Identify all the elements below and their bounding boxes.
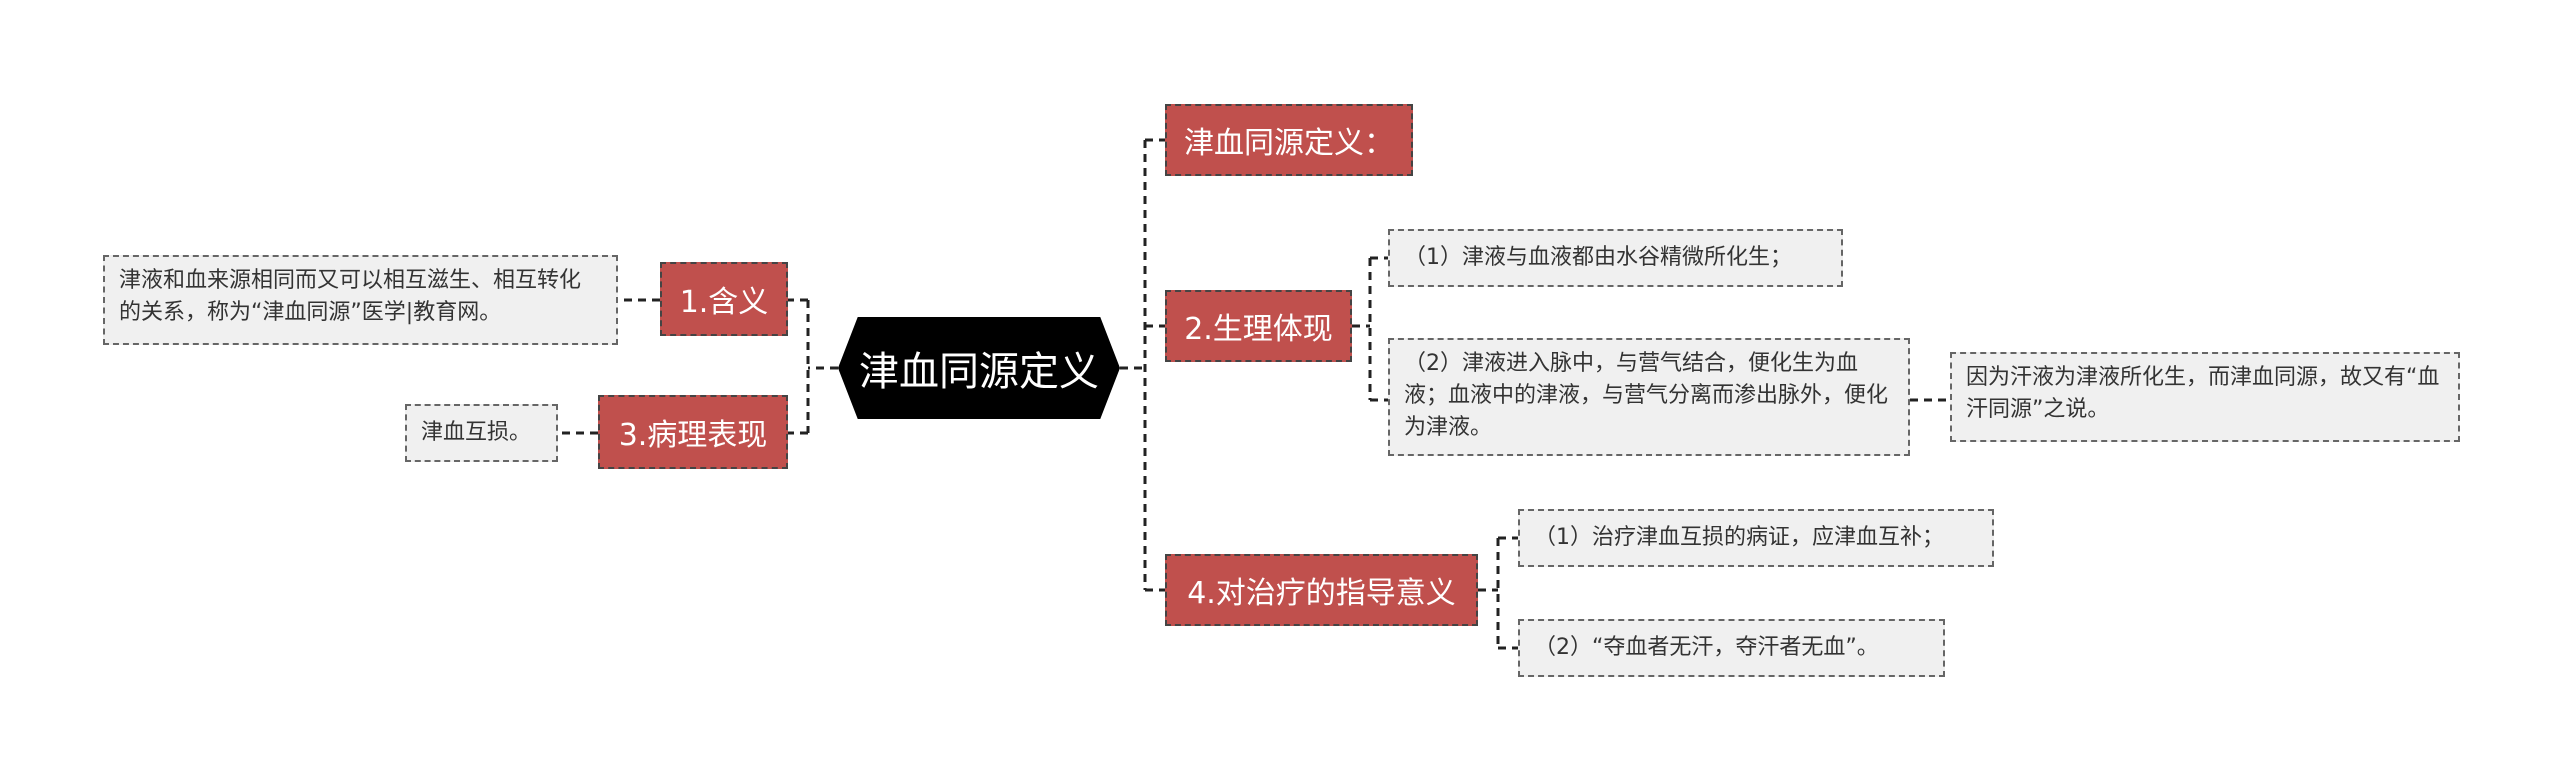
treatment-item-1-text: （1）治疗津血互损的病证，应津血互补； [1534,525,1944,550]
physiology-item-2: （2）津液进入脉中，与营气结合，便化生为血液；血液中的津液，与营气分离而渗出脉外… [1388,338,1910,456]
branch-pathology-label: 3.病理表现 [618,418,768,453]
treatment-item-2-text: （2）“夺血者无汗，夺汗者无血”。 [1534,635,1879,660]
branch-definition-label: 津血同源定义： [1184,126,1394,161]
branch-treatment-label: 4.对治疗的指导意义 [1187,576,1456,611]
pathology-item-1-text: 津血互损。 [421,420,532,445]
branch-definition: 津血同源定义： [1165,104,1413,176]
physiology-item-2-text: （2）津液进入脉中，与营气结合，便化生为血液；血液中的津液，与营气分离而渗出脉外… [1404,351,1889,440]
physiology-item-2-child: 因为汗液为津液所化生，而津血同源，故又有“血汗同源”之说。 [1950,352,2460,442]
treatment-item-2: （2）“夺血者无汗，夺汗者无血”。 [1518,619,1945,677]
meaning-item-1-text: 津液和血来源相同而又可以相互滋生、相互转化的关系，称为“津血同源”医学|教育网。 [119,268,582,325]
treatment-item-1: （1）治疗津血互损的病证，应津血互补； [1518,509,1994,567]
branch-treatment: 4.对治疗的指导意义 [1165,554,1478,626]
pathology-item-1: 津血互损。 [405,404,558,462]
physiology-item-1: （1）津液与血液都由水谷精微所化生； [1388,229,1843,287]
meaning-item-1: 津液和血来源相同而又可以相互滋生、相互转化的关系，称为“津血同源”医学|教育网。 [103,255,618,345]
physiology-item-1-text: （1）津液与血液都由水谷精微所化生； [1404,245,1792,270]
branch-pathology: 3.病理表现 [598,395,788,469]
branch-meaning: 1.含义 [660,262,788,336]
branch-physiology-label: 2.生理体现 [1184,312,1333,347]
root-label: 津血同源定义 [859,349,1099,395]
branch-physiology: 2.生理体现 [1165,290,1352,362]
branch-meaning-label: 1.含义 [679,285,769,320]
root-node: 津血同源定义 [838,317,1120,419]
physiology-item-2-child-text: 因为汗液为津液所化生，而津血同源，故又有“血汗同源”之说。 [1966,365,2440,422]
